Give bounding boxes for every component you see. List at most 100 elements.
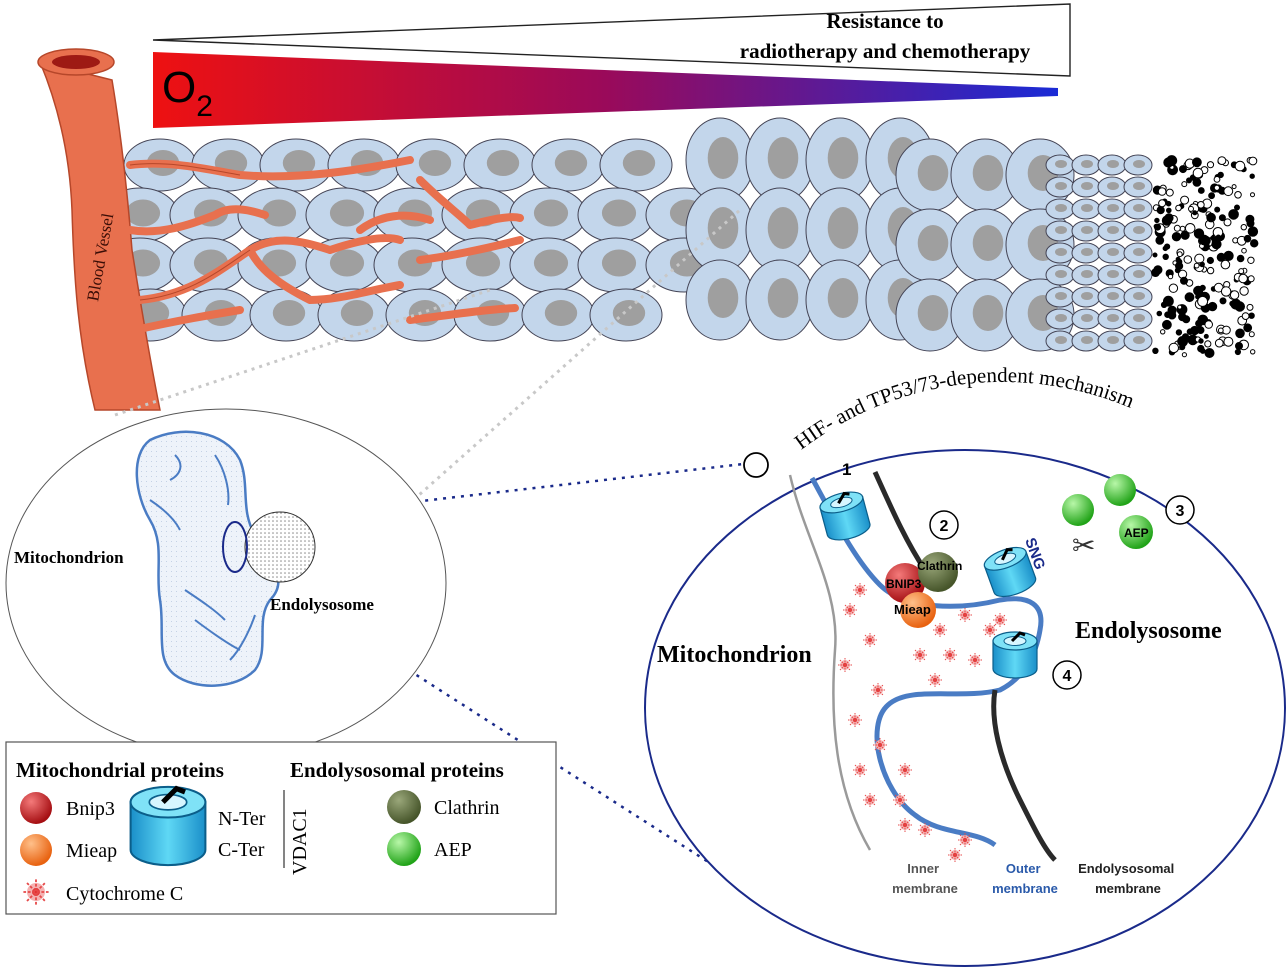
tumor-cell: [1097, 220, 1127, 242]
tumor-cell: [1071, 264, 1101, 286]
blood-vessel: Blood Vessel: [37, 48, 524, 411]
tumor-cell: [1123, 264, 1153, 286]
tumor-cell: [1097, 242, 1127, 264]
tumor-cell: [1045, 154, 1075, 176]
legend-aep-swatch: [387, 832, 421, 866]
endolysosomal-membrane-line: [872, 470, 1057, 862]
aep-protein-b: [1104, 474, 1136, 506]
tumor-cell: [1045, 242, 1075, 264]
tumor-cell: [1071, 308, 1101, 330]
capillary-branches: [126, 156, 524, 334]
tumor-cell: [237, 187, 315, 243]
tumor-cell: [249, 288, 323, 342]
tumor-cell: [1123, 308, 1153, 330]
tumor-cell: [1045, 264, 1075, 286]
tumor-cell: [531, 138, 605, 192]
tumor-cell: [745, 117, 815, 203]
tumor-cell: [577, 187, 655, 243]
tumor-cell: [1045, 330, 1075, 352]
legend-bnip3-label: Bnip3: [66, 798, 115, 820]
outer-membrane-label: Outer membrane: [992, 861, 1058, 896]
inner-membrane-line: [788, 474, 872, 851]
svg-text:3: 3: [1176, 503, 1185, 520]
left-zoom-panel: Mitochondrion Endolysosome: [5, 408, 447, 758]
legend-bnip3-swatch: [20, 792, 52, 824]
mieap-protein: [900, 592, 936, 628]
tumor-tissue: [101, 117, 1153, 352]
legend-vdac-swatch: [131, 787, 206, 865]
tumor-cell: [685, 187, 755, 273]
tumor-cell: [1123, 176, 1153, 198]
tumor-cell: [950, 278, 1020, 352]
tumor-cell: [463, 138, 537, 192]
oxygen-wedge: [153, 52, 1058, 128]
legend-cter-label: C-Ter: [218, 839, 265, 861]
mechanism-label: HIF- and TP53/73-dependent mechanism: [790, 363, 1138, 454]
resistance-label-line1: Resistance to: [826, 9, 943, 33]
tumor-cell: [745, 259, 815, 341]
legend-mieap-label: Mieap: [66, 840, 117, 862]
tumor-cell: [1045, 308, 1075, 330]
tumor-cell: [1123, 330, 1153, 352]
clathrin-label: Clathrin: [917, 559, 962, 573]
tumor-cell: [1045, 286, 1075, 308]
right-mitochondrion-label: Mitochondrion: [657, 642, 812, 668]
mieap-label: Mieap: [894, 602, 931, 617]
tumor-cell: [1123, 220, 1153, 242]
tumor-cell: [1071, 330, 1101, 352]
tumor-cell: [1123, 154, 1153, 176]
tumor-cell: [1097, 154, 1127, 176]
tumor-cell: [1071, 220, 1101, 242]
tumor-cell: [1071, 154, 1101, 176]
tumor-cell: [509, 187, 587, 243]
legend-clathrin-swatch: [387, 790, 421, 824]
contact-site-marker: [743, 452, 769, 478]
tumor-cell: [305, 187, 383, 243]
bnip3-label: BNIP3: [886, 577, 922, 591]
oxygen-gradient-bar: O2 Resistance to radiotherapy and chemot…: [152, 3, 1071, 128]
tumor-cell: [1097, 286, 1127, 308]
legend-aep-label: AEP: [434, 839, 472, 861]
tumor-cell: [805, 117, 875, 203]
clathrin-protein: [918, 552, 958, 592]
resistance-wedge: [152, 3, 1071, 77]
step-4-marker: 4: [1052, 660, 1082, 690]
right-zoom-ellipse: [644, 449, 1286, 967]
aep-protein-c: [1119, 515, 1153, 549]
tumor-cell: [1071, 176, 1101, 198]
left-mitochondrion-label: Mitochondrion: [14, 548, 124, 567]
tumor-cell: [1045, 176, 1075, 198]
svg-text:4: 4: [1063, 668, 1072, 685]
tumor-cell: [1045, 220, 1075, 242]
tumor-cell: [1097, 264, 1127, 286]
aep-label: AEP: [1124, 526, 1149, 540]
tumor-cell: [259, 138, 333, 192]
tumor-cell: [685, 117, 755, 203]
tumor-cell: [317, 288, 391, 342]
scissors-icon: ✂: [1072, 529, 1095, 562]
resistance-label-line2: radiotherapy and chemotherapy: [740, 39, 1031, 63]
step-1-label: 1: [842, 460, 851, 479]
contact-site-highlight: [222, 521, 248, 573]
tumor-cell: [1097, 330, 1127, 352]
vdac-channel-4: [991, 630, 1039, 680]
aep-protein-a: [1062, 494, 1094, 526]
tumor-cell: [373, 237, 451, 293]
right-zoom-panel: HIF- and TP53/73-dependent mechanism SNG…: [644, 363, 1286, 967]
mitochondrion-shape: [135, 430, 280, 687]
legend-mito-title: Mitochondrial proteins: [16, 758, 224, 782]
o2-label: O2: [162, 63, 213, 123]
legend-nter-label: N-Ter: [218, 808, 266, 830]
tumor-cell: [577, 237, 655, 293]
zoom-connector-lines: [114, 208, 753, 892]
legend-box: Mitochondrial proteins Endolysosomal pro…: [5, 741, 557, 915]
tumor-cell: [1097, 198, 1127, 220]
legend-mieap-swatch: [20, 834, 52, 866]
left-endolysosome-label: Endolysosome: [270, 595, 374, 614]
tumor-cell: [1045, 198, 1075, 220]
tumor-cell: [1123, 198, 1153, 220]
tumor-cell: [1123, 242, 1153, 264]
tumor-cell: [1097, 308, 1127, 330]
tumor-cell: [509, 237, 587, 293]
